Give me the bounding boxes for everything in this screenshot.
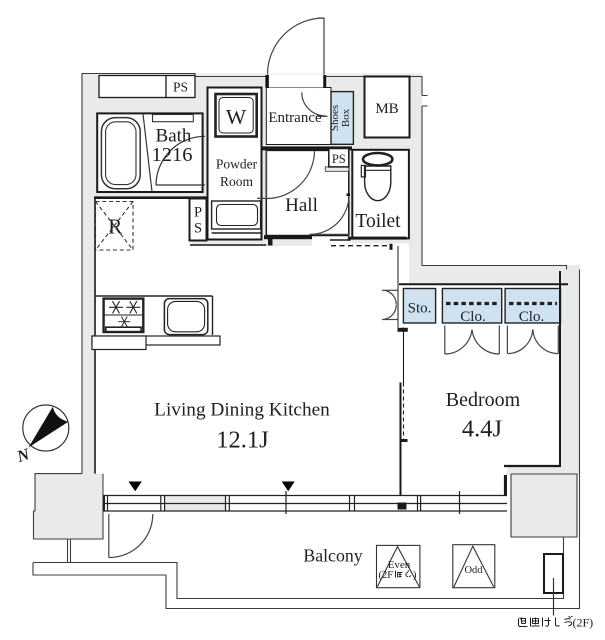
svg-text:Toilet: Toilet bbox=[355, 211, 401, 232]
svg-text:Even: Even bbox=[388, 559, 411, 571]
svg-text:Bedroom: Bedroom bbox=[446, 389, 521, 411]
svg-text:Clo.: Clo. bbox=[519, 309, 544, 325]
svg-text:N: N bbox=[13, 444, 32, 466]
svg-text:Hall: Hall bbox=[285, 195, 318, 216]
svg-text:Bath: Bath bbox=[156, 126, 192, 147]
svg-text:MB: MB bbox=[375, 101, 398, 117]
svg-text:(2F: (2F bbox=[379, 570, 394, 581]
svg-text:P: P bbox=[194, 205, 202, 221]
svg-text:Box: Box bbox=[340, 108, 352, 127]
svg-text:Room: Room bbox=[220, 174, 254, 189]
svg-text:Powder: Powder bbox=[216, 157, 258, 172]
svg-text:Sto.: Sto. bbox=[408, 301, 432, 317]
svg-text:Balcony: Balcony bbox=[303, 546, 362, 566]
svg-text:PS: PS bbox=[173, 80, 188, 95]
svg-text:): ) bbox=[413, 570, 417, 581]
svg-text:4.4J: 4.4J bbox=[462, 416, 503, 443]
svg-text:R: R bbox=[108, 215, 122, 239]
svg-text:PS: PS bbox=[332, 152, 346, 166]
svg-text:12.1J: 12.1J bbox=[216, 427, 269, 454]
svg-text:Living Dining Kitchen: Living Dining Kitchen bbox=[154, 400, 330, 421]
svg-text:Odd: Odd bbox=[464, 565, 483, 576]
svg-text:Clo.: Clo. bbox=[460, 309, 485, 325]
svg-text:W: W bbox=[226, 105, 247, 129]
svg-text:1216: 1216 bbox=[152, 144, 193, 166]
svg-text:Entrance: Entrance bbox=[268, 110, 322, 126]
svg-text:(2F): (2F) bbox=[573, 616, 594, 630]
svg-text:S: S bbox=[194, 221, 202, 237]
svg-text:Shoes: Shoes bbox=[329, 105, 341, 131]
